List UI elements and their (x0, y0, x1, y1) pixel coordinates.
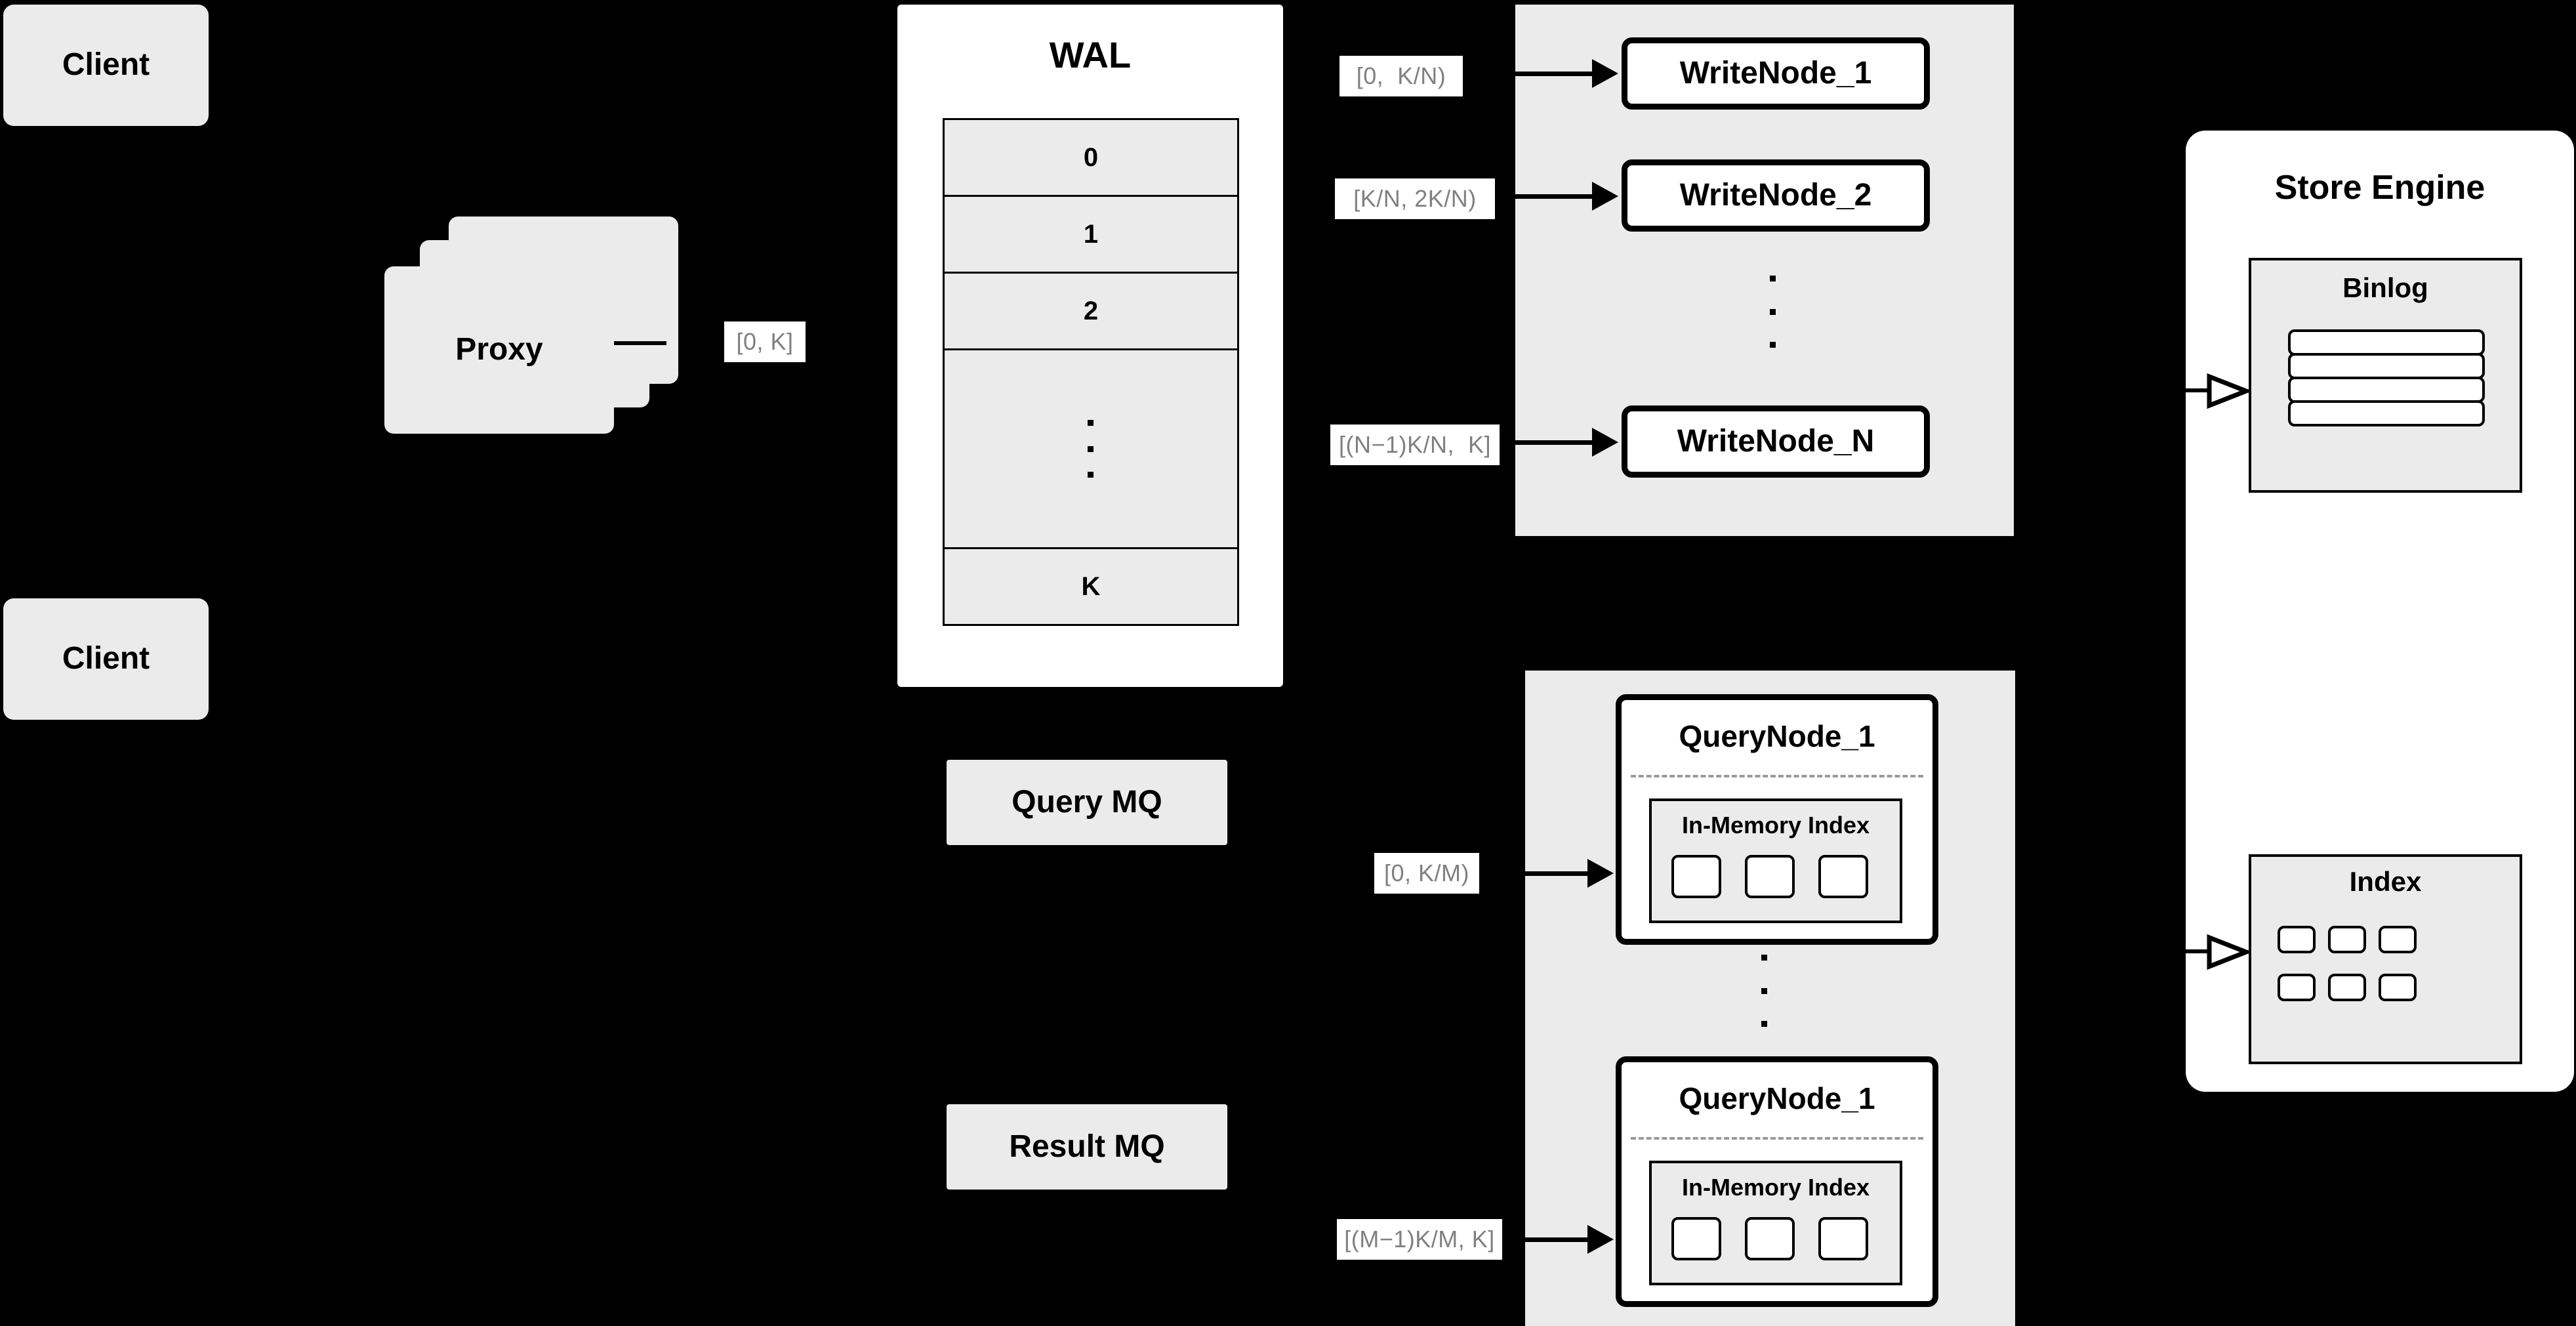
index-cell-2 (2328, 926, 2366, 953)
index-cell-3 (2379, 926, 2417, 953)
binlog-row-2 (2288, 353, 2485, 379)
wal-row-label-k: K (1081, 571, 1101, 601)
wal-row-0: 0 (945, 120, 1237, 197)
query-node-1-index-cell-2 (1745, 855, 1795, 898)
arrow-head-write-n (1592, 428, 1618, 457)
wal-row-label-0: 0 (1083, 142, 1099, 172)
client-label-2: Client (62, 641, 150, 676)
write-node-1[interactable]: WriteNode_1 (1622, 37, 1930, 110)
wal-row-1: 1 (945, 197, 1237, 274)
query-cluster-ellipsis-icon (1761, 955, 1767, 1027)
query-node-1-index-cell-3 (1818, 855, 1868, 898)
edge-label-write-range-1-text: [0, K/N) (1356, 62, 1446, 89)
write-node-n-label: WriteNode_N (1677, 423, 1875, 459)
arrow-head-write-1 (1592, 59, 1618, 88)
wal-row-label-2: 2 (1083, 296, 1099, 325)
arrow-line-binlog (2178, 388, 2209, 392)
wal-row-label-1: 1 (1083, 219, 1099, 249)
query-node-1[interactable]: QueryNode_1 In-Memory Index (1616, 694, 1938, 945)
query-node-1-label: QueryNode_1 (1679, 719, 1875, 753)
arrow-line-query-1 (1522, 871, 1587, 876)
write-cluster-ellipsis-icon (1770, 276, 1776, 348)
store-engine-title: Store Engine (2274, 169, 2485, 207)
wal-title: WAL (1049, 34, 1132, 75)
result-mq-label: Result MQ (1009, 1129, 1165, 1164)
wal-row-ellipsis (945, 350, 1237, 549)
arrow-head-index-icon (2207, 934, 2249, 970)
index-box: Index (2249, 854, 2522, 1064)
binlog-title: Binlog (2342, 272, 2428, 303)
edge-label-write-range-n-text: [(N−1)K/N, K] (1338, 431, 1492, 458)
edge-label-proxy-to-wal-text: [0, K] (736, 328, 794, 355)
arrow-line-write-1 (1513, 72, 1592, 76)
query-mq-box[interactable]: Query MQ (947, 760, 1227, 845)
edge-label-write-range-2: [K/N, 2K/N) (1335, 178, 1495, 219)
query-node-1-index-cell-1 (1671, 855, 1721, 898)
proxy-wal-connector (614, 341, 666, 345)
query-node-2-inmemory-index: In-Memory Index (1649, 1161, 1902, 1285)
query-node-2[interactable]: QueryNode_1 In-Memory Index (1616, 1056, 1938, 1307)
query-node-2-index-cell-1 (1671, 1217, 1721, 1260)
edge-label-query-range-1-text: [0, K/M) (1383, 860, 1470, 886)
binlog-row-3 (2288, 377, 2485, 403)
query-node-2-divider (1631, 1137, 1923, 1140)
wal-row-2: 2 (945, 274, 1237, 350)
index-cell-6 (2379, 974, 2417, 1001)
index-cell-1 (2278, 926, 2316, 953)
query-node-2-label: QueryNode_1 (1679, 1081, 1875, 1115)
edge-label-query-range-2-text: [(M−1)K/M, K] (1344, 1226, 1495, 1253)
client-box-2[interactable]: Client (3, 598, 209, 720)
binlog-row-4 (2288, 400, 2485, 426)
proxy-label: Proxy (455, 332, 543, 367)
edge-label-write-range-1: [0, K/N) (1339, 56, 1463, 96)
index-title: Index (2349, 866, 2422, 897)
query-node-2-index-cell-2 (1745, 1217, 1795, 1260)
query-node-1-inmemory-index: In-Memory Index (1649, 798, 1902, 923)
proxy-card-front[interactable]: Proxy (384, 266, 614, 434)
write-node-n[interactable]: WriteNode_N (1622, 405, 1930, 478)
wal-ellipsis-icon (1088, 420, 1094, 478)
edge-label-write-range-n: [(N−1)K/N, K] (1330, 425, 1500, 465)
index-cell-5 (2328, 974, 2366, 1001)
wal-table: 0 1 2 K (943, 118, 1239, 626)
write-node-2-label: WriteNode_2 (1679, 177, 1872, 213)
client-box-1[interactable]: Client (3, 5, 209, 126)
write-node-1-label: WriteNode_1 (1679, 55, 1872, 91)
binlog-row-1 (2288, 329, 2485, 356)
write-node-2[interactable]: WriteNode_2 (1622, 159, 1930, 232)
arrow-head-query-1 (1587, 859, 1614, 888)
arrow-head-query-2 (1587, 1225, 1614, 1254)
arrow-line-write-2 (1513, 194, 1592, 199)
arrow-head-binlog-icon (2207, 373, 2249, 409)
query-mq-label: Query MQ (1012, 784, 1162, 819)
query-node-2-index-cell-3 (1818, 1217, 1868, 1260)
edge-label-write-range-2-text: [K/N, 2K/N) (1353, 185, 1477, 212)
query-node-1-divider (1631, 775, 1923, 777)
index-cell-4 (2278, 974, 2316, 1001)
wal-row-k: K (945, 549, 1237, 624)
arrow-line-query-2 (1522, 1237, 1587, 1242)
arrow-line-index (2178, 949, 2209, 953)
query-node-1-inmemory-index-title: In-Memory Index (1681, 812, 1870, 839)
query-node-2-inmemory-index-title: In-Memory Index (1681, 1174, 1870, 1201)
result-mq-box[interactable]: Result MQ (947, 1104, 1227, 1190)
arrow-line-write-n (1513, 440, 1592, 445)
edge-label-query-range-1: [0, K/M) (1374, 853, 1479, 894)
edge-label-proxy-to-wal: [0, K] (724, 321, 806, 362)
client-label-1: Client (62, 47, 150, 83)
arrow-head-write-2 (1592, 182, 1618, 211)
edge-label-query-range-2: [(M−1)K/M, K] (1337, 1219, 1502, 1260)
binlog-box: Binlog (2249, 258, 2522, 493)
